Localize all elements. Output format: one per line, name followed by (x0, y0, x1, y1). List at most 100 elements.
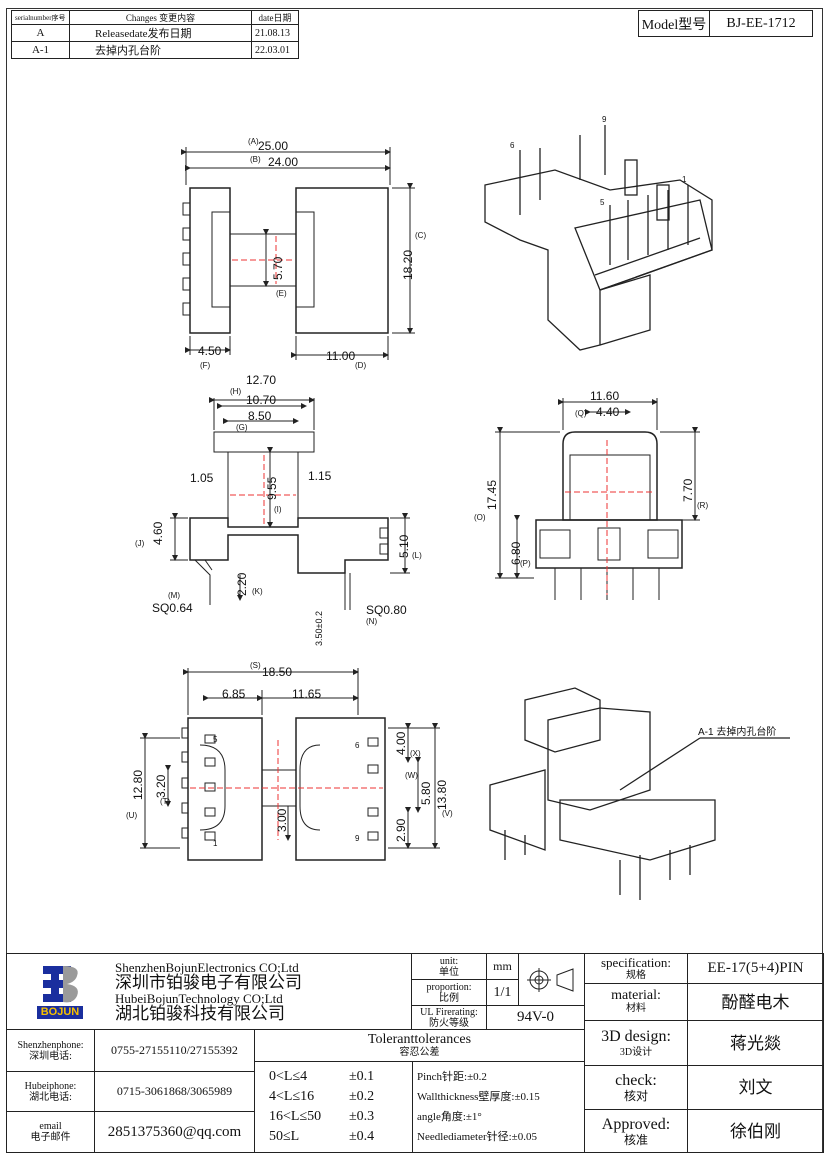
dim-5-10: 5.10 (397, 534, 411, 558)
top-view (181, 147, 415, 360)
ref-j: (J) (135, 539, 145, 548)
spec-value: EE-17(5+4)PIN (688, 954, 823, 984)
tolerance-notes: Pinch针距:±0.2 Wallthickness壁厚度:±0.15 angl… (413, 1062, 585, 1152)
company-en-2: HubeiBojunTechnology CO;Ltd (115, 990, 283, 1006)
dim-sq080: SQ0.80 (366, 603, 407, 617)
dim-2-90: 2.90 (394, 818, 408, 842)
pin-9: 9 (602, 115, 607, 124)
dim-11-60: 11.60 (590, 389, 619, 403)
dim-3-00: 3.00 (275, 808, 289, 832)
dim-4-00: 4.00 (394, 731, 408, 755)
dim-5-80: 5.80 (419, 781, 433, 805)
material-label: material:材料 (585, 984, 688, 1021)
ref-b: (B) (250, 155, 261, 164)
logo-mark-icon (43, 966, 78, 1003)
dim-1-15: 1.15 (308, 469, 332, 483)
pin-6: 6 (355, 741, 360, 750)
proportion-value: 1/1 (487, 980, 519, 1006)
pin-9: 9 (355, 834, 360, 843)
logo-text: BOJUN (36, 1006, 84, 1019)
ref-o: (O) (474, 513, 486, 522)
pin-1: 1 (213, 839, 218, 848)
ref-h: (H) (230, 387, 241, 396)
dim-1-05: 1.05 (190, 471, 214, 485)
ref-n: (N) (366, 617, 377, 626)
contact-value: 0715-3061868/3065989 (95, 1072, 255, 1112)
model-box: Model型号 BJ-EE-1712 (638, 10, 813, 37)
dim-10-70: 10.70 (246, 393, 276, 407)
projection-icon (526, 967, 573, 992)
dim-3-20: 3.20 (154, 774, 168, 798)
dim-12-70: 12.70 (246, 373, 276, 387)
dim-12-80: 12.80 (131, 770, 145, 800)
pin-6: 6 (510, 141, 515, 150)
dim-8-50: 8.50 (248, 409, 272, 423)
dim-sq064: SQ0.64 (152, 601, 193, 615)
proportion-label: proportion:比例 (412, 980, 487, 1006)
title-block: BOJUN ShenzhenBojunElectronics CO;Ltd 深圳… (6, 953, 824, 1153)
rev-date: 22.03.01 (251, 41, 299, 59)
dim-4-50: 4.50 (198, 344, 222, 358)
dim-24: 24.00 (268, 155, 298, 169)
projection-symbol (519, 954, 585, 1006)
ref-s: (S) (250, 661, 261, 670)
check-value: 刘文 (688, 1066, 823, 1110)
ref-i: (I) (274, 505, 282, 514)
ref-l: (L) (412, 551, 422, 560)
dim-25: 25.00 (258, 139, 288, 153)
dim-4-40: 4.40 (596, 405, 620, 419)
iso-note: A-1 去掉内孔台阶 (698, 725, 776, 738)
ref-e: (E) (276, 289, 287, 298)
approved-value: 徐伯刚 (730, 1121, 781, 1141)
iso-top-view (484, 125, 713, 351)
ul-value: 94V-0 (487, 1006, 585, 1030)
model-value: BJ-EE-1712 (726, 15, 796, 31)
ref-k: (K) (252, 587, 263, 596)
ref-x: (X) (410, 749, 421, 758)
dim-11-65: 11.65 (292, 687, 321, 701)
rev-change: 去掉内孔台阶 (69, 41, 252, 59)
dim-11: 11.00 (326, 349, 355, 363)
ref-d: (D) (355, 361, 366, 370)
pin-5: 5 (600, 198, 605, 207)
design-label: 3D design:3D设计 (585, 1021, 688, 1066)
material-value: 酚醛电木 (688, 984, 823, 1021)
ref-a: (A) (248, 137, 259, 146)
ref-q: (Q) (575, 409, 587, 418)
dim-7-70: 7.70 (681, 478, 695, 502)
side-view (170, 397, 410, 610)
ref-u: (U) (126, 811, 137, 820)
dim-2-20: 2.20 (235, 572, 249, 596)
iso-bottom-view (489, 687, 790, 900)
dim-6-85: 6.85 (222, 687, 246, 701)
unit-value: mm (487, 954, 519, 980)
company-cn-1: 深圳市铂骏电子有限公司 (115, 972, 302, 992)
dim-18-20: 18.20 (401, 250, 415, 280)
contact-value: 0755-27155110/27155392 (95, 1030, 255, 1072)
contact-label: Shenzhenphone:深圳电话: (7, 1030, 95, 1072)
dim-6-80: 6.80 (509, 541, 523, 565)
ref-v: (V) (442, 809, 453, 818)
company-cn-2: 湖北铂骏科技有限公司 (115, 1003, 285, 1023)
dim-3-50: 3.50±0.2 (314, 611, 324, 646)
bottom-view (140, 668, 440, 861)
dim-18-50: 18.50 (262, 665, 292, 679)
approved-label: Approved:核准 (585, 1110, 688, 1152)
ref-t: (T) (160, 797, 171, 806)
ref-m: (M) (168, 591, 180, 600)
unit-label: unit:单位 (412, 954, 487, 980)
dim-4-60: 4.60 (151, 521, 165, 545)
company-en-1: ShenzhenBojunElectronics CO;Ltd (115, 959, 299, 975)
dim-17-45: 17.45 (485, 480, 499, 510)
ref-r: (R) (697, 501, 708, 510)
ref-c: (C) (415, 231, 426, 240)
company-logo: BOJUN (15, 962, 105, 1022)
design-value: 蒋光燚 (688, 1021, 823, 1066)
contact-label: Hubeiphone:湖北电话: (7, 1072, 95, 1112)
contact-value: 2851375360@qq.com (95, 1112, 255, 1152)
ref-p: (P) (520, 559, 531, 568)
spec-label: specification:规格 (585, 954, 688, 984)
front-view (495, 398, 700, 600)
